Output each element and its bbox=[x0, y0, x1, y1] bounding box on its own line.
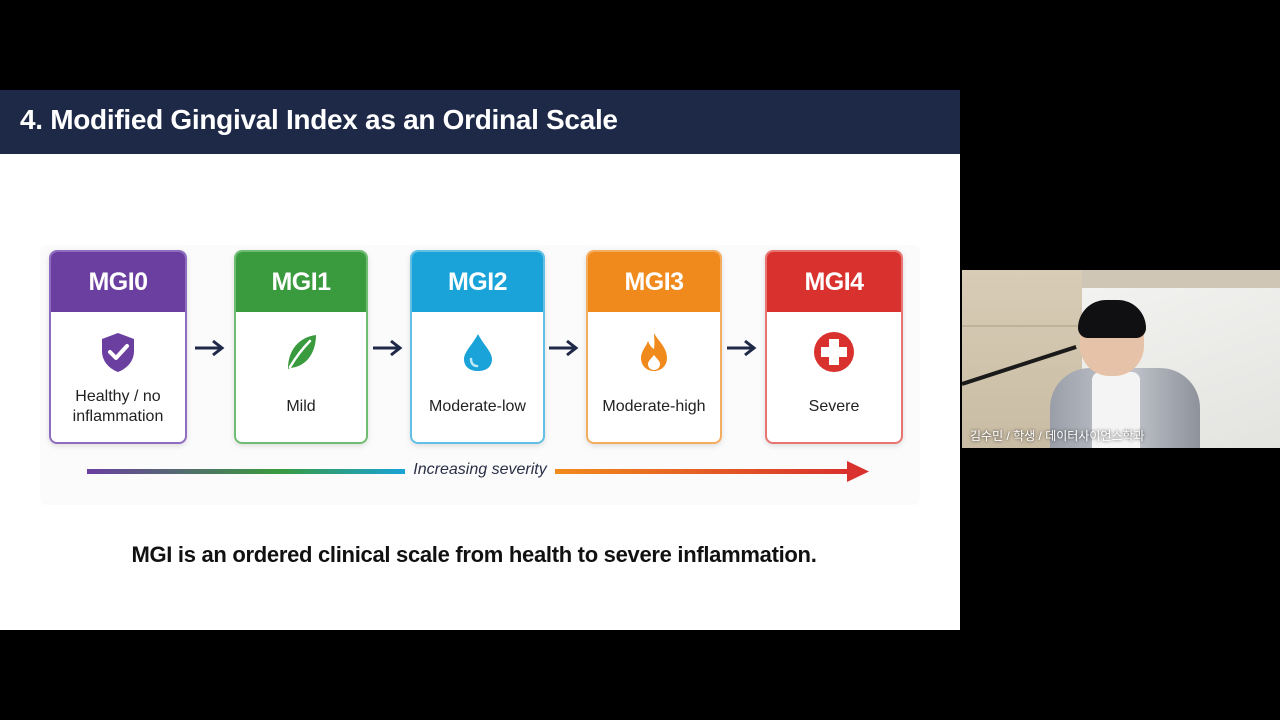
stage-code: MGI4 bbox=[767, 252, 901, 312]
arrow-right-icon bbox=[195, 339, 225, 357]
severity-label: Increasing severity bbox=[405, 461, 555, 479]
slide-summary: MGI is an ordered clinical scale from he… bbox=[131, 542, 817, 567]
stage-card-mgi0: MGI0 Healthy / no inflammation bbox=[49, 250, 187, 444]
participant-video-tile[interactable]: 김수민 / 학생 / 데이터사이언스학과 bbox=[962, 270, 1280, 448]
stage-code: MGI0 bbox=[51, 252, 185, 312]
stage-code: MGI3 bbox=[588, 252, 720, 312]
stage-code: MGI1 bbox=[236, 252, 366, 312]
presenter-hair bbox=[1078, 300, 1146, 338]
participant-name-label: 김수민 / 학생 / 데이터사이언스학과 bbox=[970, 429, 1145, 443]
stage-card-mgi3: MGI3 Moderate-high bbox=[586, 250, 722, 444]
water-drop-icon bbox=[412, 330, 543, 374]
stage-code: MGI2 bbox=[412, 252, 543, 312]
presentation-slide: 4. Modified Gingival Index as an Ordinal… bbox=[0, 90, 960, 630]
stage-card-mgi2: MGI2 Moderate-low bbox=[410, 250, 545, 444]
arrow-right-icon bbox=[727, 339, 757, 357]
stage-card-mgi1: MGI1 Mild bbox=[234, 250, 368, 444]
stage-label: Healthy / no inflammation bbox=[72, 388, 164, 425]
bottom-letterbox bbox=[0, 630, 960, 720]
severity-arrow: Increasing severity bbox=[85, 458, 875, 486]
flame-icon bbox=[588, 330, 720, 374]
stage-label: Moderate-high bbox=[602, 398, 706, 415]
slide-title: 4. Modified Gingival Index as an Ordinal… bbox=[20, 104, 618, 135]
top-letterbox bbox=[0, 0, 960, 90]
presenter-shirt bbox=[1092, 372, 1140, 448]
stage-label: Mild bbox=[286, 398, 316, 415]
arrow-right-icon bbox=[549, 339, 579, 357]
stage-label: Severe bbox=[808, 398, 860, 415]
stage-card-mgi4: MGI4 Severe bbox=[765, 250, 903, 444]
red-cross-icon bbox=[767, 330, 901, 374]
stage-label: Moderate-low bbox=[429, 398, 526, 415]
shield-check-icon bbox=[51, 330, 185, 374]
leaf-icon bbox=[236, 330, 366, 374]
arrow-right-icon bbox=[373, 339, 403, 357]
slide-header: 4. Modified Gingival Index as an Ordinal… bbox=[0, 90, 960, 154]
